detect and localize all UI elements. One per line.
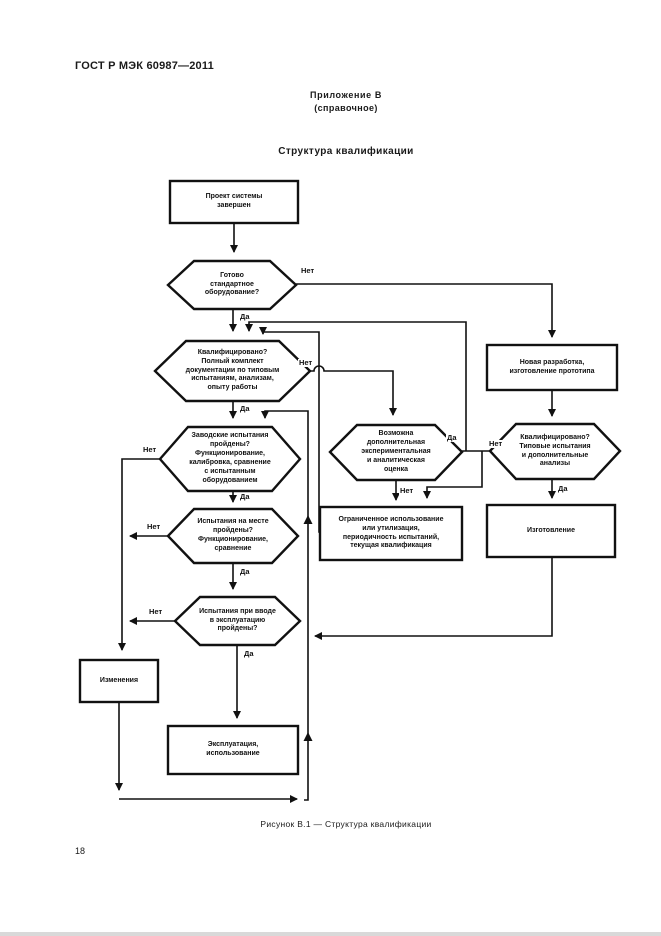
page-number: 18 bbox=[75, 846, 86, 856]
figure-title: Структура квалификации bbox=[278, 146, 414, 157]
edge-label-yes: Да bbox=[446, 433, 458, 442]
shape-qualified-type-tests bbox=[488, 422, 622, 481]
edge-label-no: Нет bbox=[488, 439, 504, 448]
shape-additional-assessment bbox=[328, 423, 464, 482]
edge-factory-no-to-changes bbox=[118, 458, 160, 651]
edge-manufacturing-to-return bbox=[314, 557, 553, 640]
edge-return-to-factory bbox=[261, 410, 309, 801]
edge-label-yes: Да bbox=[243, 649, 255, 658]
shape-commissioning-tests bbox=[173, 595, 302, 647]
edge-stdequip-no-to-newdev bbox=[296, 283, 556, 338]
shape-manufacturing bbox=[485, 503, 617, 559]
connectors bbox=[115, 223, 556, 803]
edge-label-yes: Да bbox=[239, 404, 251, 413]
standard-number: ГОСТ Р МЭК 60987—2011 bbox=[75, 60, 214, 72]
edge-label-yes: Да bbox=[239, 492, 251, 501]
shape-std-equipment bbox=[166, 259, 298, 311]
edge-label-no: Нет bbox=[146, 522, 162, 531]
edge-label-yes: Да bbox=[239, 567, 251, 576]
shape-qualified-docs bbox=[153, 339, 312, 403]
edge-to-limiteduse-right bbox=[423, 451, 483, 499]
shape-factory-tests bbox=[158, 425, 302, 493]
edge-qualified-no-to-assessment bbox=[310, 365, 397, 416]
shape-project-done bbox=[168, 179, 300, 225]
shape-new-development bbox=[485, 343, 619, 392]
node-shapes bbox=[78, 179, 622, 776]
edge-label-no: Нет bbox=[300, 266, 316, 275]
annex-label: Приложение В bbox=[310, 90, 382, 100]
edge-label-yes: Да bbox=[239, 312, 251, 321]
edge-label-no: Нет bbox=[142, 445, 158, 454]
edge-feedback-to-qualified-right bbox=[245, 321, 467, 451]
up-arrowhead-2 bbox=[303, 515, 313, 524]
shape-operation bbox=[166, 724, 300, 776]
edge-label-no: Нет bbox=[298, 358, 314, 367]
edge-label-no: Нет bbox=[148, 607, 164, 616]
annex-note: (справочное) bbox=[314, 103, 378, 113]
up-arrowhead-1 bbox=[303, 732, 313, 741]
shape-changes bbox=[78, 658, 160, 704]
figure-caption: Рисунок В.1 — Структура квалификации bbox=[260, 819, 432, 829]
mid-arrowheads bbox=[303, 515, 313, 741]
scan-edge-shadow bbox=[0, 932, 661, 936]
shape-limited-use bbox=[318, 505, 464, 562]
edge-label-yes: Да bbox=[557, 484, 569, 493]
edge-label-no: Нет bbox=[399, 486, 415, 495]
shape-site-tests bbox=[166, 507, 300, 565]
